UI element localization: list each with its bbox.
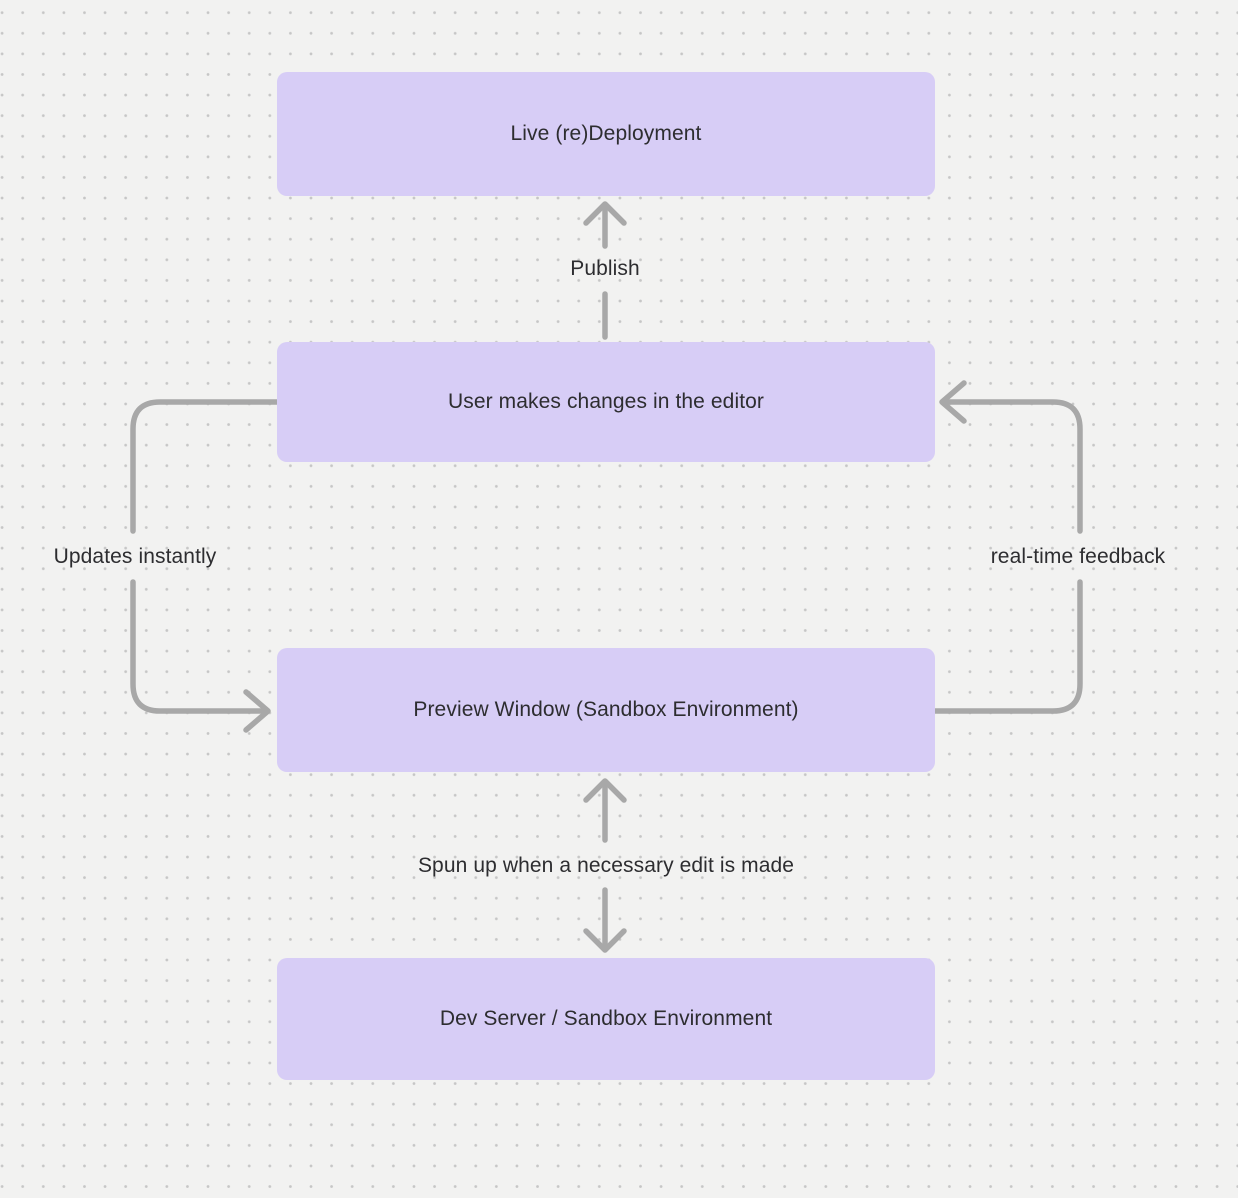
arrow-head-down-icon [583, 928, 627, 953]
arrow-shaft [943, 399, 1083, 534]
edge-real-time-feedback-arrow [932, 380, 1083, 714]
arrow-shaft [130, 579, 267, 714]
edge-label-spun-up: Spun up when a necessary edit is made [417, 854, 795, 877]
node-label: Dev Server / Sandbox Environment [439, 1007, 773, 1030]
edge-label-real-time-feedback: real-time feedback [990, 545, 1166, 568]
edge-updates-instantly-arrow [130, 399, 280, 733]
arrow-shaft [932, 579, 1083, 714]
node-preview-window: Preview Window (Sandbox Environment) [277, 648, 935, 772]
arrow-head-right-icon [243, 689, 271, 733]
node-user-changes: User makes changes in the editor [277, 342, 935, 462]
edge-publish-arrow [583, 201, 627, 340]
edge-label-updates-instantly: Updates instantly [53, 545, 217, 568]
arrow-head-up-icon [583, 778, 627, 803]
node-dev-server: Dev Server / Sandbox Environment [277, 958, 935, 1080]
arrow-head-left-icon [939, 380, 967, 424]
node-label: Live (re)Deployment [510, 122, 702, 145]
edge-label-publish: Publish [570, 257, 640, 280]
arrow-head-up-icon [583, 201, 627, 226]
arrow-shaft [130, 399, 280, 534]
edge-spun-up-arrow [583, 778, 627, 953]
node-live-redeployment: Live (re)Deployment [277, 72, 935, 196]
node-label: User makes changes in the editor [447, 390, 765, 413]
node-label: Preview Window (Sandbox Environment) [413, 698, 799, 721]
